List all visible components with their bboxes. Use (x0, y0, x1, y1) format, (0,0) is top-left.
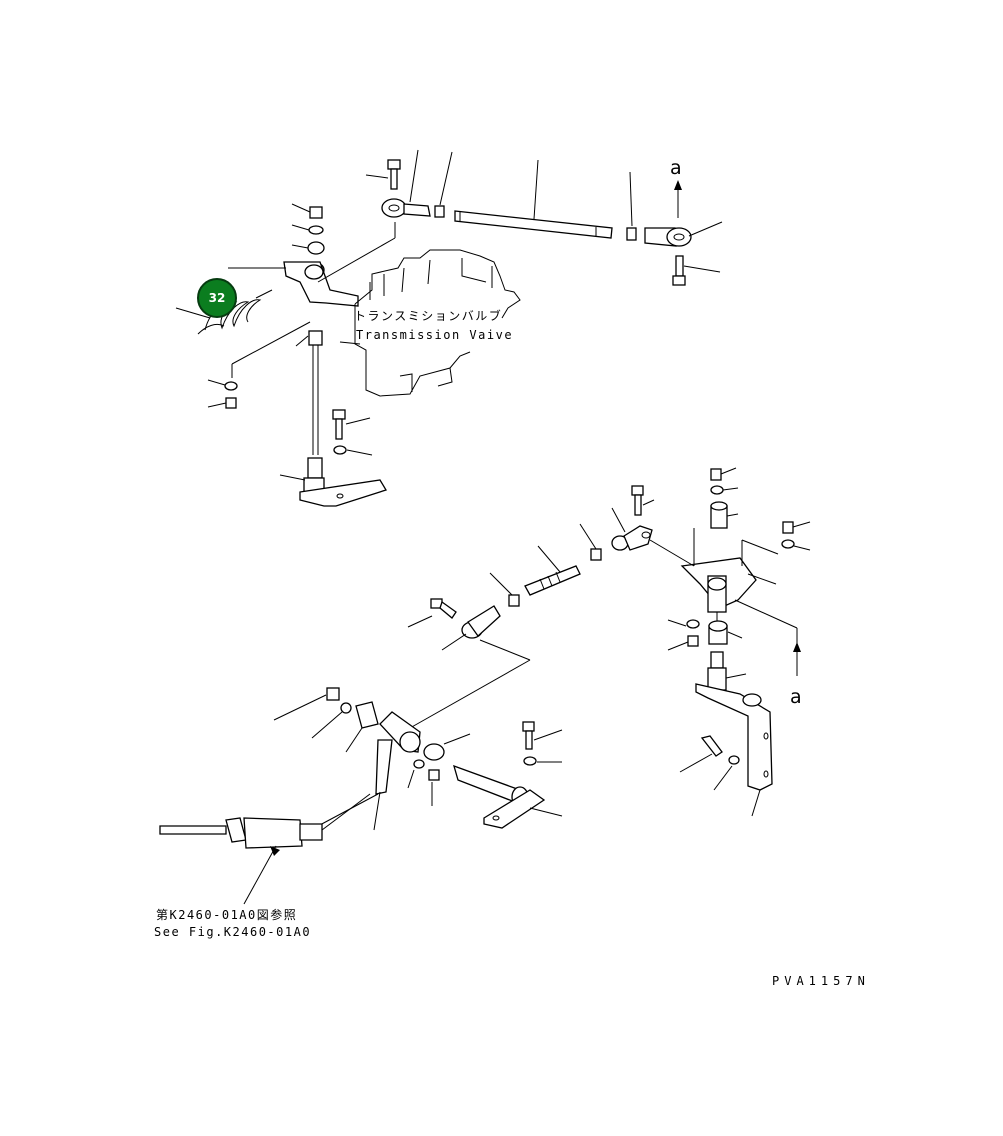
nut (225, 397, 237, 409)
rod-end-left (381, 149, 453, 218)
bolt (631, 485, 655, 516)
upper-linkage-assembly (175, 149, 723, 507)
bolt (332, 409, 373, 456)
rod-end (441, 605, 501, 651)
nut (508, 594, 520, 607)
long-rod (454, 159, 613, 239)
right-bracket-assembly (649, 467, 811, 817)
threaded-rod (524, 545, 581, 596)
left-lever-assembly (273, 687, 563, 831)
rod-end (611, 507, 653, 551)
vertical-rod (231, 321, 323, 455)
reference-label-en: See Fig.K2460-01A0 (154, 925, 312, 939)
rod-end-right (644, 180, 723, 247)
valve-label-jp: トランスミションバルブ (354, 309, 503, 323)
bolt (407, 598, 457, 628)
lower-linkage-assembly (159, 467, 811, 905)
washer (224, 381, 238, 391)
part-callout-number: 32 (208, 291, 226, 305)
valve-label-en: Transmission Vaive (356, 328, 514, 342)
transmission-valve-body (339, 249, 521, 397)
bolt (672, 255, 721, 286)
part-callout-32[interactable]: 32 (197, 278, 237, 318)
reference-label-jp: 第K2460-01A0図参照 (156, 908, 298, 922)
control-cable (159, 793, 371, 905)
view-mark-top: a (670, 157, 682, 179)
bolt (365, 159, 401, 190)
bracket-lower-upper (279, 457, 387, 507)
nut (626, 227, 637, 241)
nut (590, 548, 602, 561)
view-mark-bottom: a (790, 686, 802, 708)
drawing-code: PVA1157N (772, 974, 870, 988)
lever-plate (228, 222, 396, 307)
